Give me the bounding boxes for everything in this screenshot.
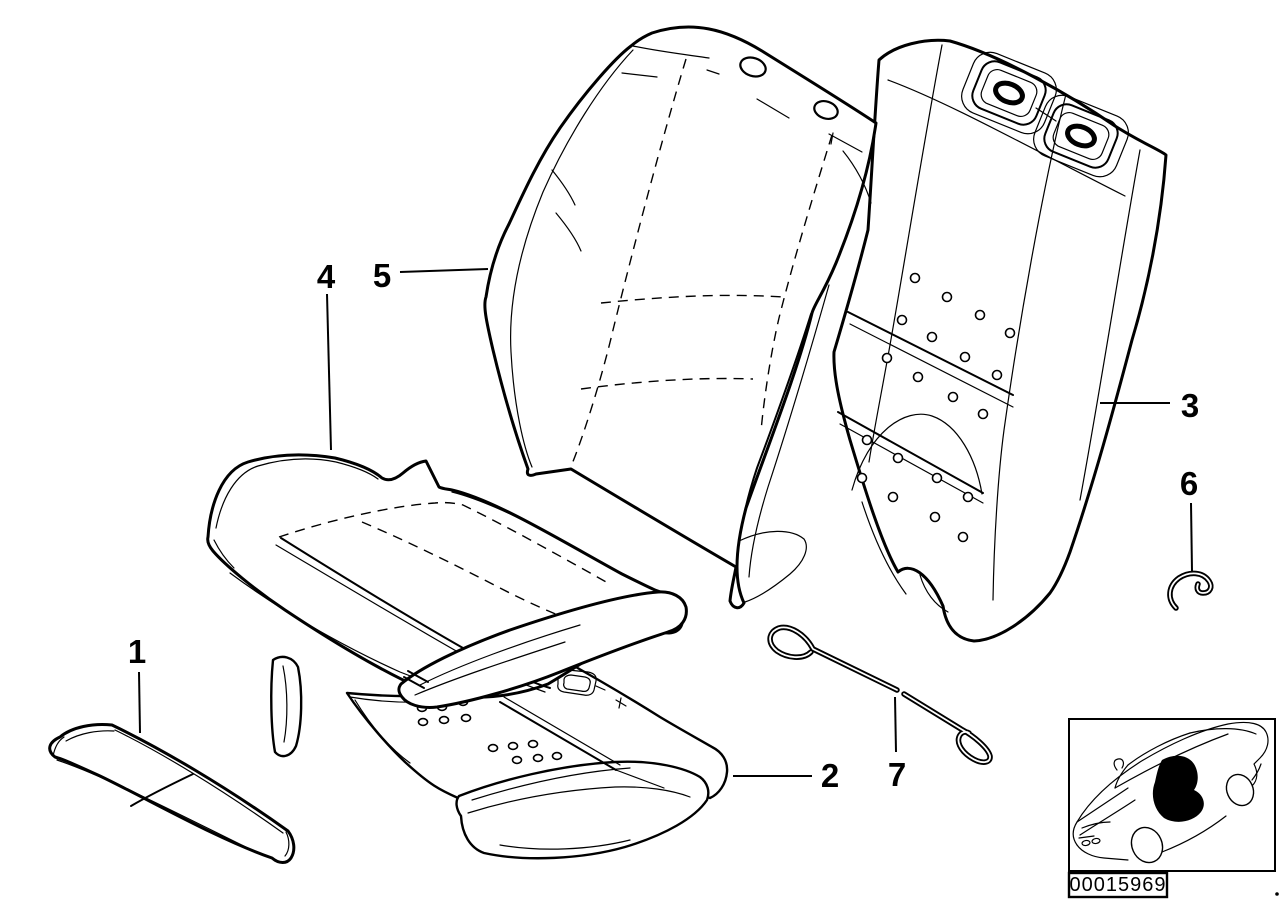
callout-3[interactable]: 3 [1100,387,1199,424]
callout-3-label[interactable]: 3 [1181,387,1199,424]
callout-5[interactable]: 5 [373,257,489,294]
callout-6[interactable]: 6 [1180,465,1198,572]
car-seat-location-icon [1068,718,1276,872]
pad-holes-lower [856,434,974,543]
part-4-seat-cushion-cover [206,453,688,709]
image-number-box: 00015969 [1067,871,1279,899]
callout-7-label[interactable]: 7 [888,756,906,793]
image-number: 00015969 [1070,874,1167,896]
car-outline [1072,721,1269,864]
seat-highlight [1152,755,1204,822]
callout-4[interactable]: 4 [317,258,336,451]
headrest-hole-right [813,100,839,120]
pad-front-bolster [455,760,710,860]
callout-2[interactable]: 2 [733,757,839,794]
part-6-retaining-clip [1167,570,1214,611]
callout-6-label[interactable]: 6 [1180,465,1198,502]
pad-holes-upper [881,272,1016,420]
part-1-cushion-cover-small [48,723,296,864]
part-5-backrest-cover [483,25,878,610]
period-dot [1275,892,1279,896]
callout-1-label[interactable]: 1 [128,633,146,670]
headrest-hole-left [739,56,767,78]
callout-4-label[interactable]: 4 [317,258,336,295]
callout-1[interactable]: 1 [128,633,146,734]
headrest-socket-right [1033,94,1129,178]
part-3-backrest-pad [832,38,1168,643]
headrest-socket-left [961,51,1057,135]
callout-7[interactable]: 7 [888,696,906,793]
part-2-seat-pad [270,655,729,860]
pad-side-flap [270,655,303,758]
callout-2-label[interactable]: 2 [821,757,839,794]
callouts: 1 2 3 4 5 6 7 [128,257,1199,794]
pad-holes [416,697,563,765]
callout-5-label[interactable]: 5 [373,257,391,294]
part-7-retaining-rod [767,624,993,765]
